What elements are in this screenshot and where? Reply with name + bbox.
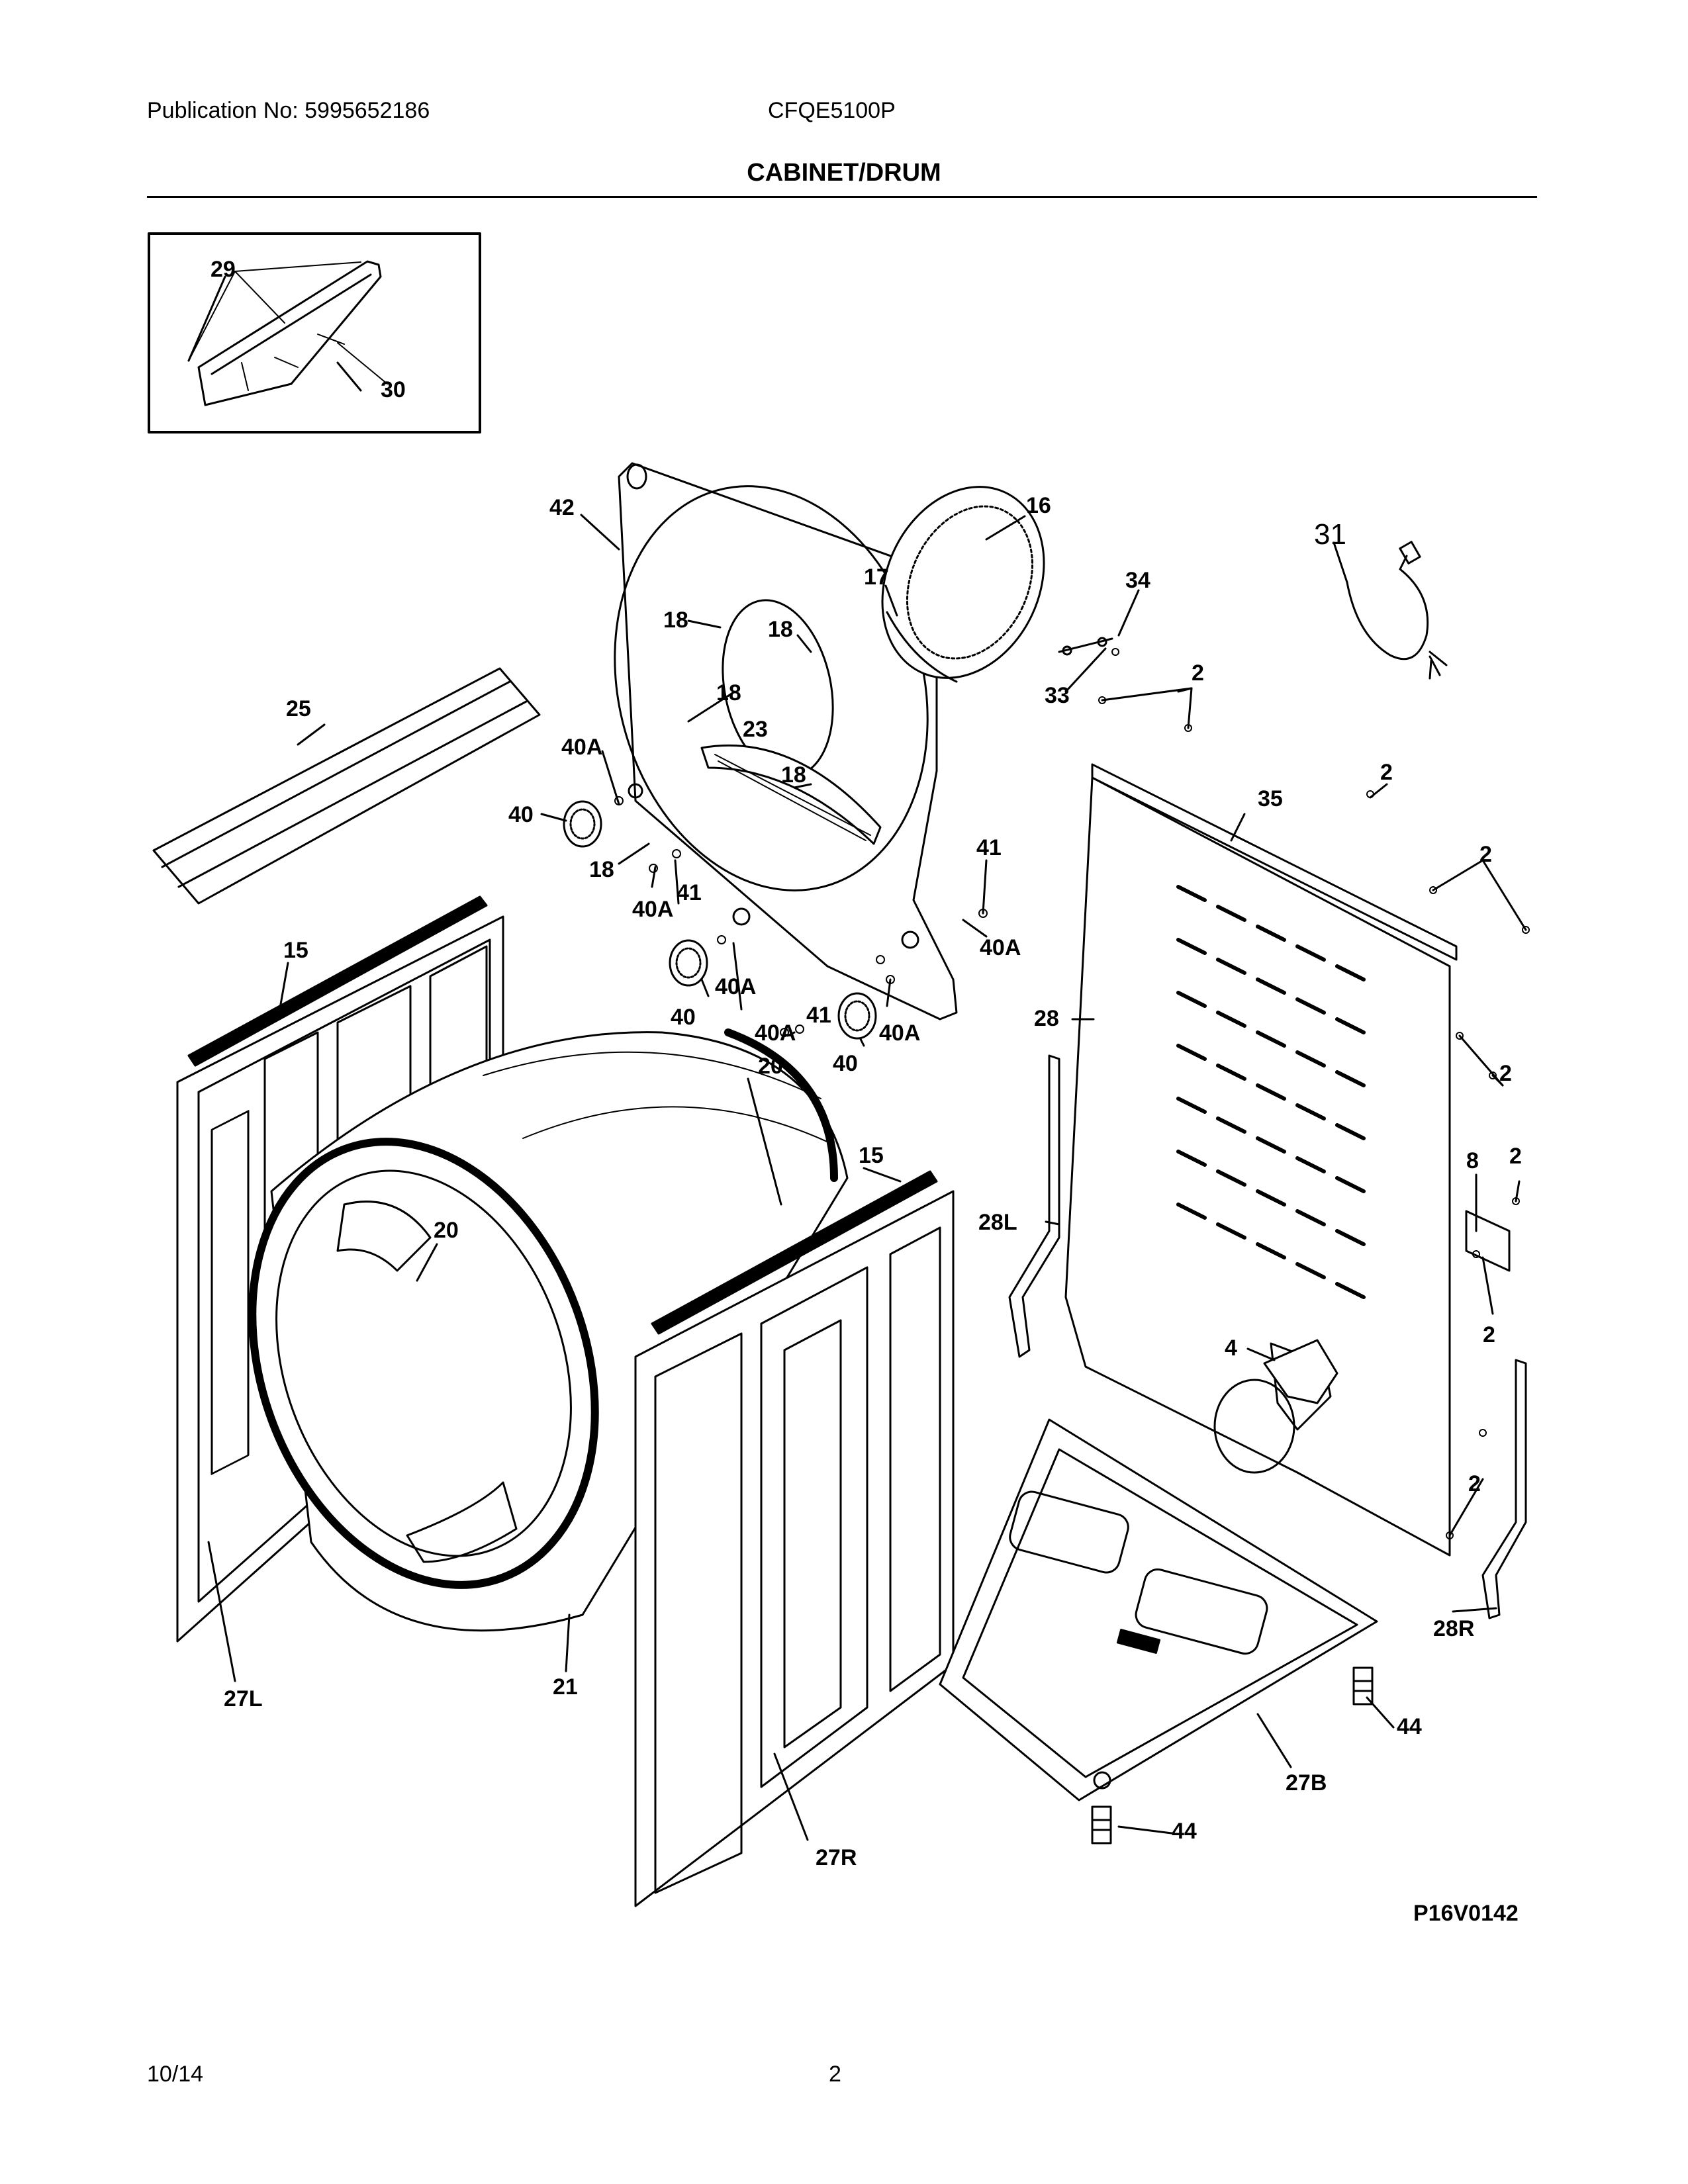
- label-16: 16: [1026, 493, 1051, 518]
- label-23: 23: [743, 717, 768, 742]
- part-rear-panel-28: [1064, 763, 1458, 1557]
- label-17: 17: [864, 565, 889, 590]
- label-41-a: 41: [677, 880, 702, 905]
- label-40A-d: 40A: [715, 974, 756, 999]
- part-bracket-30: [197, 260, 382, 406]
- label-40A-c: 40A: [980, 935, 1021, 960]
- label-2-d: 2: [1499, 1061, 1512, 1086]
- label-27L: 27L: [224, 1686, 263, 1711]
- label-35: 35: [1258, 786, 1283, 811]
- label-27B: 27B: [1286, 1770, 1327, 1796]
- label-40A-a: 40A: [561, 735, 602, 760]
- label-40-c: 40: [833, 1051, 858, 1076]
- part-power-cord-31: [1346, 541, 1448, 680]
- page-title: CABINET/DRUM: [747, 159, 941, 187]
- label-40A-b: 40A: [632, 897, 673, 922]
- label-28R: 28R: [1433, 1616, 1474, 1641]
- part-top-bracket-25: [152, 667, 541, 905]
- label-40A-f: 40A: [879, 1021, 920, 1046]
- label-33: 33: [1045, 683, 1070, 708]
- label-41-b: 41: [976, 835, 1002, 860]
- drawing-code: P16V0142: [1413, 1901, 1519, 1926]
- label-31: 31: [1314, 518, 1346, 551]
- footer-date: 10/14: [147, 2062, 204, 2087]
- label-42: 42: [549, 495, 575, 520]
- label-18-c: 18: [716, 680, 741, 705]
- part-leveling-foot-44-a: [1352, 1666, 1374, 1706]
- label-34: 34: [1125, 568, 1150, 593]
- label-27R: 27R: [816, 1845, 857, 1870]
- fasteners: [614, 648, 1530, 1539]
- model-number: CFQE5100P: [768, 98, 896, 123]
- label-40A-e: 40A: [755, 1021, 796, 1046]
- part-base-27B: [939, 1418, 1378, 1801]
- part-sensor-33: [1058, 637, 1113, 656]
- label-18-b: 18: [768, 617, 793, 642]
- publication-number: Publication No: 5995652186: [147, 98, 430, 123]
- label-2-c: 2: [1479, 842, 1492, 867]
- part-corner-bracket-28L: [1008, 1054, 1060, 1358]
- leader-lines: [187, 275, 1527, 1841]
- label-2-b: 2: [1380, 760, 1393, 785]
- part-top-rail-35: [1091, 763, 1458, 961]
- label-40-b: 40: [671, 1005, 696, 1030]
- label-21: 21: [553, 1674, 578, 1700]
- label-15-a: 15: [283, 938, 308, 963]
- label-41-c: 41: [806, 1003, 831, 1028]
- label-44-b: 44: [1172, 1819, 1197, 1844]
- header-rule: [147, 196, 1537, 198]
- label-44-a: 44: [1397, 1714, 1422, 1739]
- part-right-side-panel-27R: [634, 1170, 955, 1907]
- part-drum-21: [248, 1028, 849, 1632]
- part-roller-40-a: [563, 800, 602, 848]
- label-20-b: 20: [434, 1218, 459, 1243]
- part-labels: 29 30 42 16 31 17 34 18 18 18 18 18 33 2…: [211, 257, 1522, 1926]
- part-gasket-15-right: [651, 1170, 938, 1335]
- label-25: 25: [286, 696, 311, 721]
- label-18-d: 18: [781, 762, 806, 788]
- label-30: 30: [381, 377, 406, 402]
- inset-box: [148, 232, 481, 433]
- label-40-a: 40: [508, 802, 534, 827]
- label-2-a: 2: [1192, 660, 1204, 686]
- part-roller-40-c: [837, 992, 877, 1040]
- label-4: 4: [1225, 1336, 1237, 1361]
- part-filter-16: [881, 486, 1045, 683]
- page-number: 2: [829, 2062, 841, 2087]
- part-corner-bracket-28R: [1481, 1359, 1527, 1619]
- label-28: 28: [1034, 1006, 1059, 1031]
- label-15-b: 15: [859, 1143, 884, 1168]
- part-gasket-15-left: [187, 895, 488, 1067]
- label-20-a: 20: [758, 1054, 783, 1079]
- part-roller-40-b: [669, 939, 708, 987]
- label-28L: 28L: [978, 1210, 1017, 1235]
- label-2-e: 2: [1509, 1144, 1522, 1169]
- label-18-a: 18: [663, 608, 688, 633]
- label-18-e: 18: [589, 857, 614, 882]
- part-leveling-foot-44-b: [1091, 1805, 1112, 1844]
- label-8: 8: [1466, 1148, 1479, 1173]
- label-2-g: 2: [1468, 1471, 1481, 1496]
- label-29: 29: [211, 257, 236, 282]
- label-2-f: 2: [1483, 1322, 1495, 1347]
- part-vent-4: [1263, 1339, 1338, 1404]
- part-bracket-8: [1465, 1210, 1511, 1272]
